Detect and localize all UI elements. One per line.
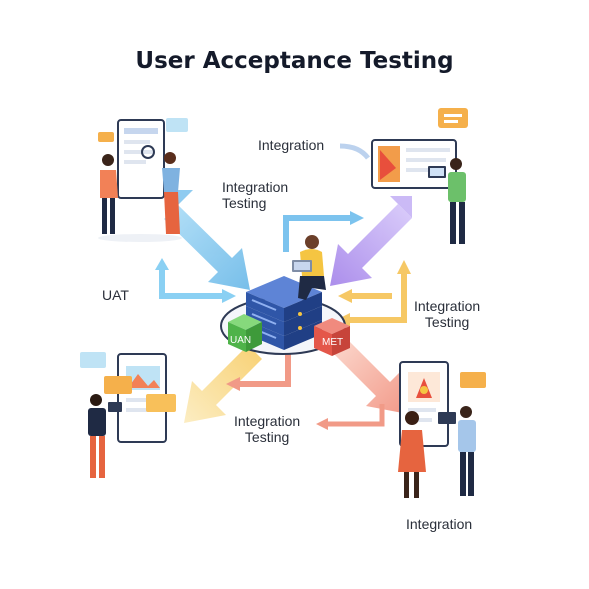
- scene-bottom-left: [80, 352, 176, 478]
- arrow-blue-elbow-left: [155, 258, 236, 303]
- label-integration-testing-upper-line2: Testing: [222, 195, 267, 211]
- page-title: User Acceptance Testing: [135, 48, 454, 74]
- person-with-laptop: [292, 235, 326, 300]
- label-integration-testing-upper-line1: Integration: [222, 179, 289, 195]
- green-cube-label: UAN: [230, 335, 251, 346]
- red-cube-label: MET: [322, 337, 343, 348]
- red-cube: [314, 318, 350, 356]
- label-integration-testing-right-line1: Integration: [414, 298, 481, 314]
- scene-top-left: [98, 118, 188, 242]
- label-integration-testing-right: Integration Testing: [414, 298, 480, 330]
- arrow-salmon-diagonal: [330, 336, 408, 414]
- label-integration-testing-lower-line2: Testing: [244, 429, 290, 445]
- label-integration-testing-upper: Integration Testing: [222, 179, 288, 211]
- scene-bottom-right: [398, 361, 486, 498]
- green-cube: [228, 314, 262, 352]
- label-integration-bottom-right: Integration: [406, 516, 473, 532]
- label-integration-testing-lower-line1: Integration: [234, 413, 301, 429]
- label-integration-top-right: Integration: [258, 137, 325, 153]
- arrow-purple-diagonal: [330, 196, 412, 286]
- arrow-blue-elbow-top: [283, 211, 364, 252]
- scene-top-right: [371, 108, 468, 244]
- arrow-yellow-diagonal: [184, 345, 262, 423]
- arrow-short-top-right: [339, 143, 370, 160]
- label-uat: UAT: [102, 287, 129, 303]
- label-integration-testing-lower: Integration Testing: [234, 413, 300, 445]
- label-integration-testing-right-line2: Testing: [424, 314, 470, 330]
- arrow-salmon-bottom-right: [316, 404, 385, 430]
